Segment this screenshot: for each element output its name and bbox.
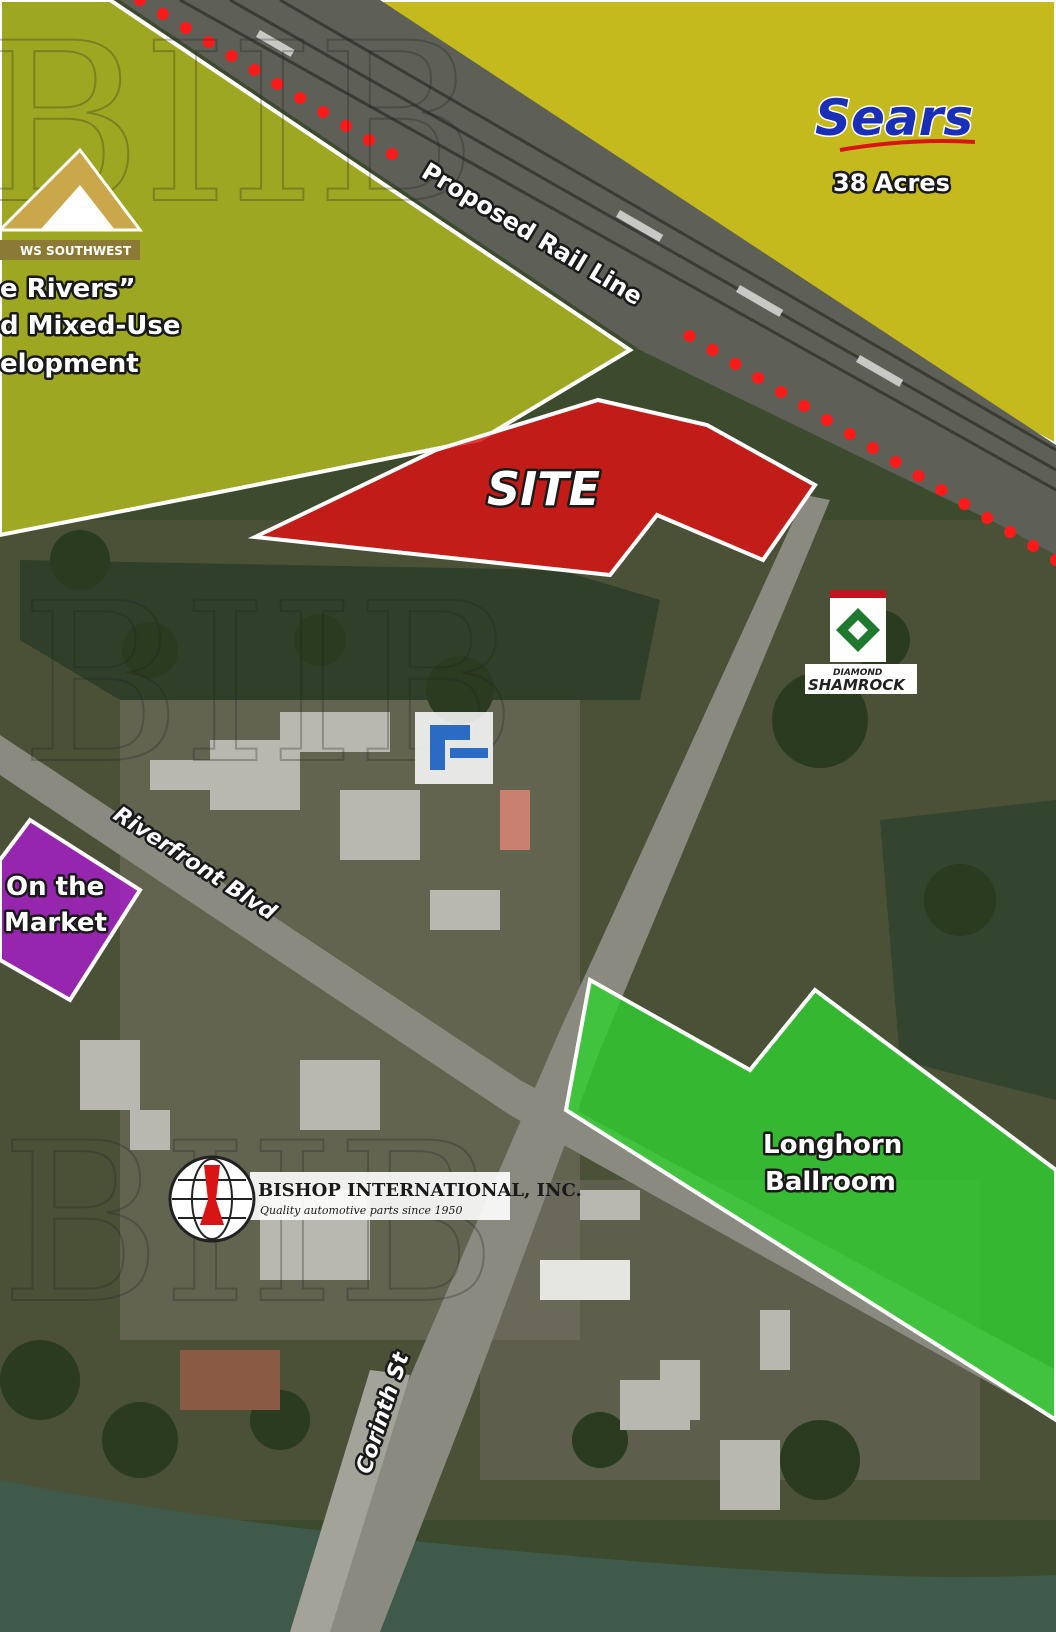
diamond-shamrock-logo-icon: DIAMOND SHAMROCK	[805, 590, 917, 694]
rail-dot	[821, 414, 833, 426]
rail-tracks	[179, 0, 1056, 492]
rail-dot	[156, 8, 169, 20]
rail-dot	[1050, 554, 1056, 566]
bishop-tagline: Quality automotive parts since 1950	[260, 1204, 463, 1217]
rail-dot	[294, 92, 307, 104]
on-the-market-line1: On the	[6, 872, 104, 902]
rail-dot	[363, 134, 375, 146]
watermark-glyph: BIIB	[0, 1096, 497, 1352]
rail-dot	[843, 428, 856, 440]
rail-dot	[317, 106, 330, 118]
business-logo-icon	[415, 712, 493, 784]
rail-dot	[248, 64, 261, 76]
site-parcel[interactable]	[247, 397, 818, 578]
rail-dot	[958, 498, 971, 510]
developer-logo-icon: WS SOUTHWEST	[0, 147, 143, 260]
longhorn-ballroom-line2: Ballroom	[765, 1167, 896, 1197]
river	[0, 1480, 1056, 1632]
rail-dot	[134, 0, 146, 6]
developer-logo-text: WS SOUTHWEST	[20, 244, 132, 258]
rail-dot	[385, 148, 398, 160]
rail-dot	[912, 470, 925, 482]
rail-dot	[1027, 540, 1040, 552]
sears-logo: Sears	[815, 89, 973, 147]
sears-acres-label: 38 Acres	[833, 169, 950, 197]
rail-corridor	[120, 0, 1056, 555]
rail-dot	[225, 50, 238, 62]
rail-dot	[683, 330, 696, 342]
rail-dot	[752, 372, 765, 384]
rail-dot	[729, 358, 742, 370]
rail-dot	[706, 344, 719, 356]
rail-dot	[889, 456, 902, 468]
bishop-name: BISHOP INTERNATIONAL, INC.	[258, 1180, 582, 1201]
on-the-market-parcel[interactable]	[0, 817, 143, 1003]
mixed-use-label-line1: e Rivers”	[0, 274, 136, 304]
rail-cars	[255, 30, 904, 387]
longhorn-ballroom-line1: Longhorn	[763, 1130, 902, 1160]
longhorn-ballroom-parcel[interactable]	[563, 976, 1056, 1423]
sears-swoosh-icon	[839, 139, 976, 152]
rail-dot	[340, 120, 353, 132]
diamond-shamrock-line2: SHAMROCK	[808, 676, 906, 694]
bishop-chess-icon	[200, 1165, 224, 1225]
corinth-st-road	[300, 495, 830, 1632]
proposed-rail-dotted-line	[134, 0, 1056, 566]
rail-dot	[866, 442, 879, 454]
rail-dot	[271, 78, 284, 90]
rail-dot	[202, 36, 215, 48]
rail-dot	[798, 400, 811, 412]
bishop-international-sign: BISHOP INTERNATIONAL, INC. Quality autom…	[168, 1155, 582, 1243]
diamond-shamrock-line1: DIAMOND	[833, 668, 883, 678]
rail-dot	[179, 22, 192, 34]
rail-dot	[981, 512, 994, 524]
bridge-deck	[290, 1370, 410, 1632]
rail-dot	[1004, 526, 1017, 538]
rail-dot	[935, 484, 948, 496]
east-pond	[880, 800, 1056, 1100]
site-label: SITE	[487, 462, 600, 516]
mixed-use-label-line2: d Mixed-Use	[0, 311, 180, 341]
mixed-use-label-line3: elopment	[0, 349, 139, 379]
on-the-market-line2: Market	[4, 908, 107, 938]
buildings	[80, 712, 790, 1510]
rail-dot	[775, 386, 788, 398]
